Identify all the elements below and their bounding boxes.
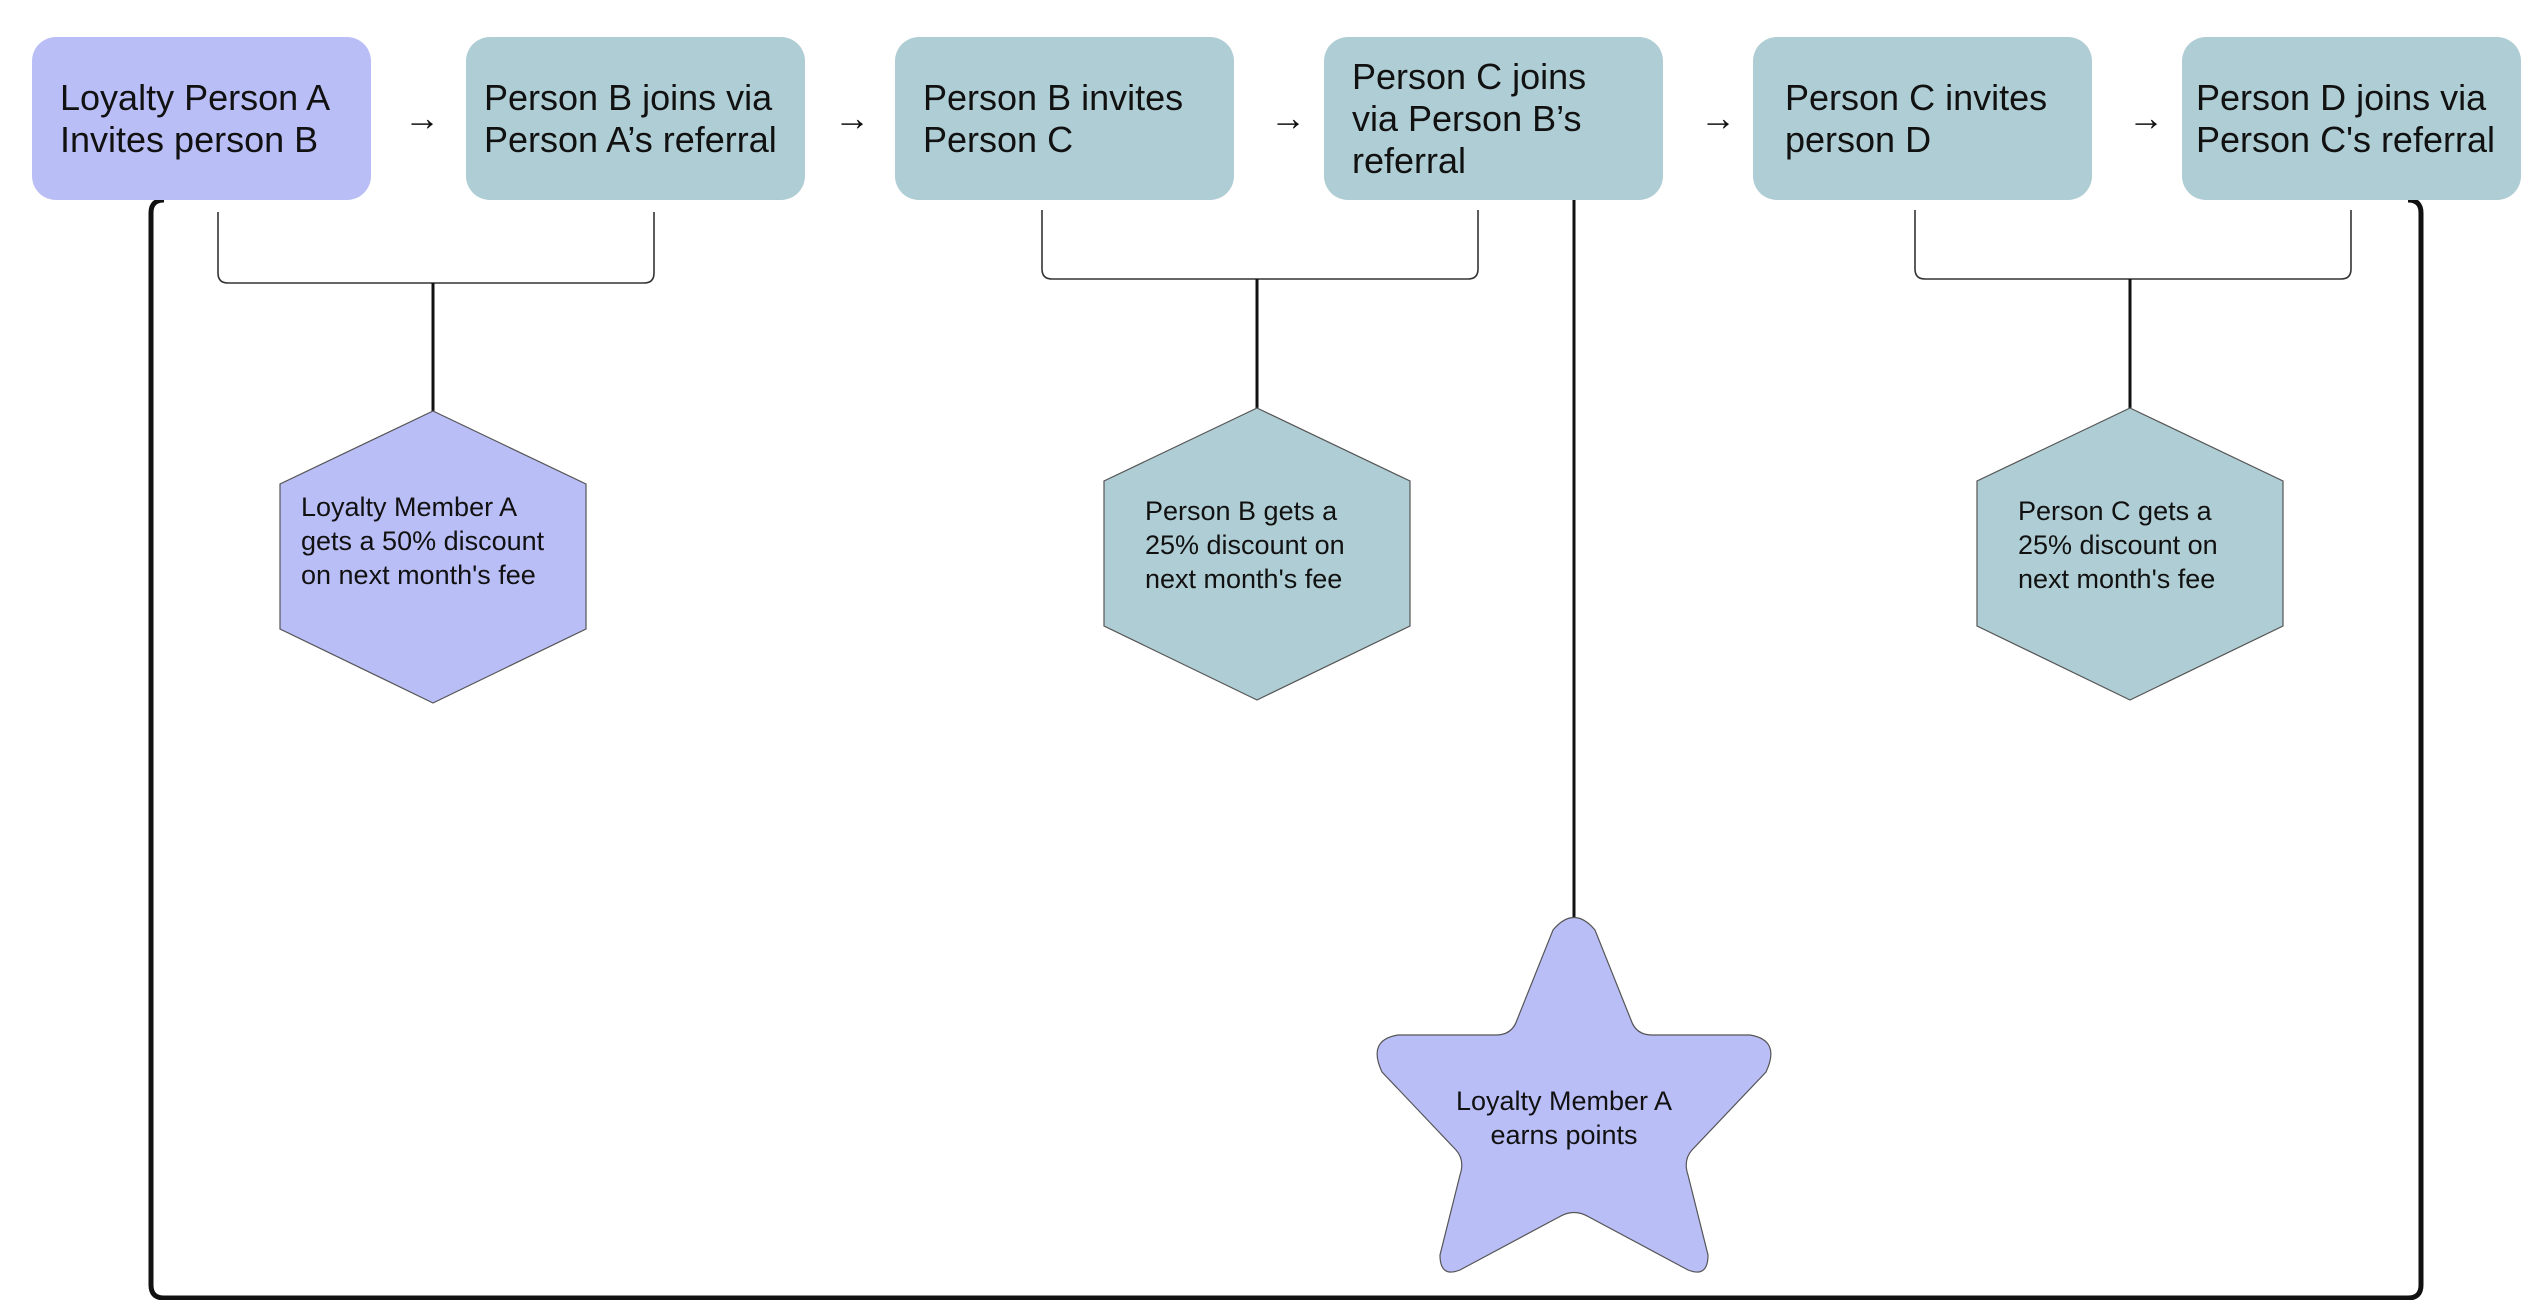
step-3-label: Person B invites Person C [923, 76, 1184, 160]
step-4-label: Person C joins via Person B’s referral [1352, 55, 1587, 181]
arrow-5: → [2128, 97, 2164, 138]
step-1-label: Loyalty Person A Invites person B [60, 76, 329, 160]
arrow-2: → [834, 97, 870, 138]
reward-2-label: Person B gets a 25% discount on next mon… [1145, 496, 1345, 594]
step-2-label: Person B joins via Person A’s referral [484, 76, 777, 160]
reward-3-hexagon [1976, 407, 2284, 701]
arrow-4: → [1700, 97, 1736, 138]
loop-connector [148, 197, 2424, 1300]
bracket-3 [1914, 210, 2352, 280]
points-label: Loyalty Member A earns points [1455, 1086, 1673, 1150]
step-3-box: Person B invites Person C [895, 37, 1234, 200]
bracket-1 [217, 212, 655, 284]
arrow-1: → [404, 97, 440, 138]
arrow-3: → [1270, 97, 1306, 138]
step-6-label: Person D joins via Person C's referral [2196, 76, 2495, 160]
step-6-box: Person D joins via Person C's referral [2182, 37, 2521, 200]
bracket-2 [1041, 210, 1479, 280]
step-4-box: Person C joins via Person B’s referral [1324, 37, 1663, 200]
points-star [1376, 916, 1772, 1273]
step-2-box: Person B joins via Person A’s referral [466, 37, 805, 200]
reward-1-label: Loyalty Member A gets a 50% discount on … [301, 492, 545, 590]
step-5-label: Person C invites person D [1785, 76, 2048, 160]
step-5-box: Person C invites person D [1753, 37, 2092, 200]
reward-2-hexagon [1103, 407, 1411, 701]
step-1-box: Loyalty Person A Invites person B [32, 37, 371, 200]
reward-1-hexagon [279, 410, 587, 704]
reward-3-label: Person C gets a 25% discount on next mon… [2018, 496, 2218, 594]
